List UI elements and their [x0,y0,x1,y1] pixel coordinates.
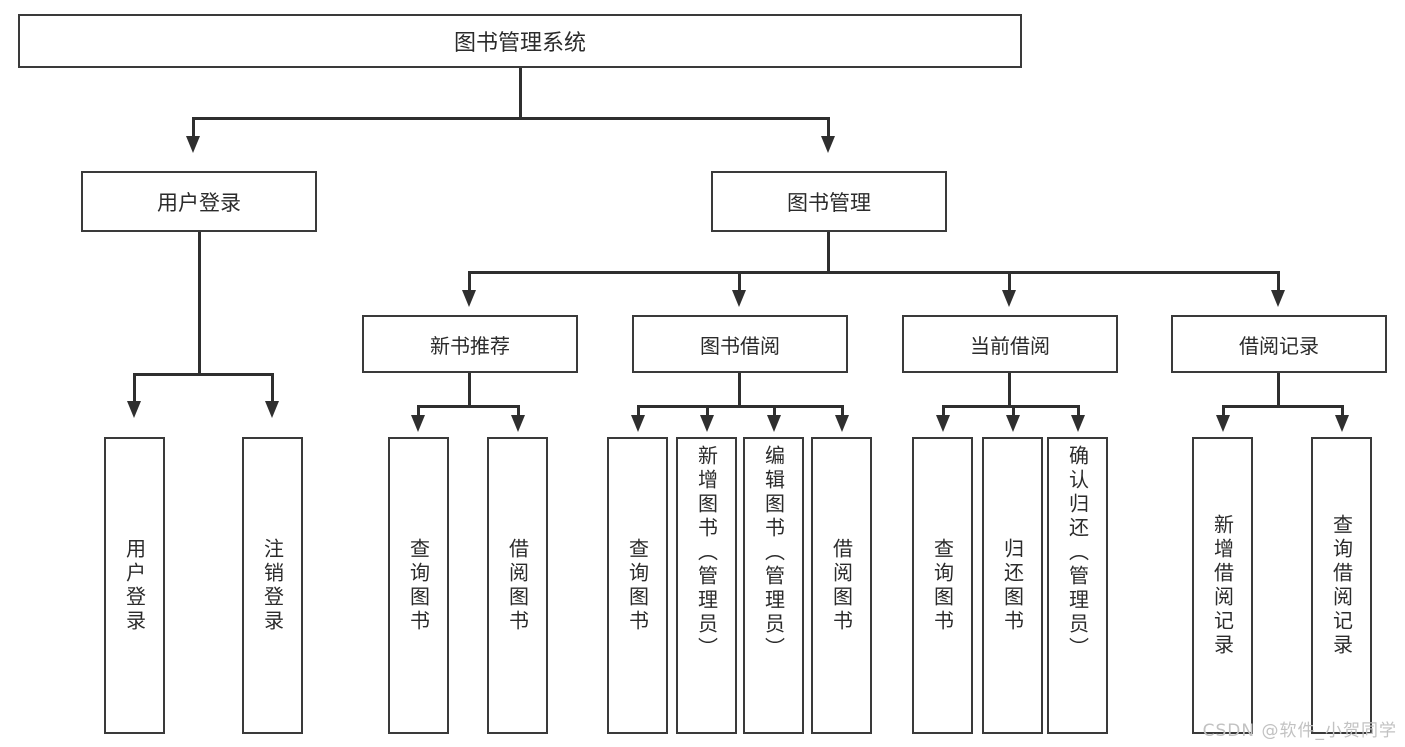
node-label: 查询图书 [406,537,431,634]
node-label: 借阅图书 [505,537,530,634]
arrow-book-borrow-c1 [631,415,645,432]
node-label: 用户登录 [122,537,147,634]
node-label: 借阅记录 [1239,333,1319,358]
leaf-borrow-record-query[interactable]: 查询借阅记录 [1311,437,1372,734]
leaf-user-login-logout[interactable]: 注销登录 [242,437,303,734]
node-label: 编辑图书（管理员） [761,445,786,661]
node-label: 图书管理系统 [453,31,586,56]
node-label: 查询借阅记录 [1329,513,1354,658]
node-root-system[interactable]: 图书管理系统 [18,14,1022,68]
arrow-current-borrow-c2 [1006,415,1020,432]
edge-to-current-borrow [1008,271,1011,292]
edge-current-borrow-stem [1008,373,1011,406]
arrow-borrow-record-c1 [1216,415,1230,432]
arrow-new-book-c2 [511,415,525,432]
leaf-current-borrow-return[interactable]: 归还图书 [982,437,1043,734]
arrow-new-book-c1 [411,415,425,432]
edge-new-book-stem [468,373,471,406]
node-user-login[interactable]: 用户登录 [81,171,317,232]
edge-book-borrow-c4 [841,405,844,417]
edge-to-book-borrow [738,271,741,292]
edge-book-borrow-c3 [773,405,776,417]
arrow-to-current-borrow [1002,290,1016,307]
edge-to-borrow-record [1277,271,1280,292]
edge-to-book-manage [827,117,830,138]
edge-current-borrow-c3 [1077,405,1080,417]
edge-user-login-left [133,373,136,403]
edge-new-book-c2 [517,405,520,417]
arrow-to-user-login [186,136,200,153]
edge-borrow-record-bus [1222,405,1343,408]
leaf-new-book-query[interactable]: 查询图书 [388,437,449,734]
node-label: 确认归还（管理员） [1065,445,1090,661]
edge-book-borrow-c1 [637,405,640,417]
node-label: 图书借阅 [700,333,780,358]
leaf-book-borrow-query[interactable]: 查询图书 [607,437,668,734]
edge-borrow-record-c2 [1341,405,1344,417]
edge-user-login-right [271,373,274,403]
arrow-book-borrow-c3 [767,415,781,432]
node-label: 归还图书 [1000,537,1025,634]
edge-current-borrow-c1 [942,405,945,417]
arrow-to-book-borrow [732,290,746,307]
node-label: 新增借阅记录 [1210,513,1235,658]
node-label: 新增图书（管理员） [694,445,719,661]
node-book-management[interactable]: 图书管理 [711,171,947,232]
node-label: 图书管理 [787,190,871,215]
arrow-to-borrow-record [1271,290,1285,307]
arrow-current-borrow-c3 [1071,415,1085,432]
edge-to-user-login [192,117,195,138]
leaf-book-borrow-add[interactable]: 新增图书（管理员） [676,437,737,734]
node-label: 借阅图书 [829,537,854,634]
node-label: 查询图书 [930,537,955,634]
arrow-user-login-right [265,401,279,418]
edge-root-stem [519,68,522,118]
edge-level2-bus [468,271,1280,274]
edge-borrow-record-c1 [1222,405,1225,417]
arrow-book-borrow-c4 [835,415,849,432]
leaf-user-login-login[interactable]: 用户登录 [104,437,165,734]
edge-current-borrow-bus [942,405,1079,408]
watermark: CSDN @软件_小贺同学 [1202,721,1397,741]
node-current-borrow[interactable]: 当前借阅 [902,315,1118,373]
edge-book-manage-stem [827,232,830,272]
edge-level1-bus [192,117,829,120]
node-book-borrow[interactable]: 图书借阅 [632,315,848,373]
leaf-borrow-record-add[interactable]: 新增借阅记录 [1192,437,1253,734]
leaf-current-borrow-query[interactable]: 查询图书 [912,437,973,734]
edge-new-book-c1 [417,405,420,417]
arrow-user-login-left [127,401,141,418]
edge-borrow-record-stem [1277,373,1280,406]
arrow-to-book-manage [821,136,835,153]
arrow-book-borrow-c2 [700,415,714,432]
arrow-borrow-record-c2 [1335,415,1349,432]
edge-book-borrow-bus [637,405,843,408]
edge-book-borrow-stem [738,373,741,406]
node-borrow-record[interactable]: 借阅记录 [1171,315,1387,373]
node-label: 当前借阅 [970,333,1050,358]
node-label: 新书推荐 [430,333,510,358]
leaf-current-borrow-confirm[interactable]: 确认归还（管理员） [1047,437,1108,734]
node-label: 用户登录 [157,190,241,215]
edge-current-borrow-c2 [1012,405,1015,417]
leaf-book-borrow-borrow[interactable]: 借阅图书 [811,437,872,734]
leaf-new-book-borrow[interactable]: 借阅图书 [487,437,548,734]
leaf-book-borrow-edit[interactable]: 编辑图书（管理员） [743,437,804,734]
edge-user-login-stem [198,232,201,374]
edge-new-book-bus [417,405,519,408]
node-label: 注销登录 [260,537,285,634]
edge-book-borrow-c2 [706,405,709,417]
node-new-book-recommend[interactable]: 新书推荐 [362,315,578,373]
arrow-current-borrow-c1 [936,415,950,432]
node-label: 查询图书 [625,537,650,634]
edge-to-new-book [468,271,471,292]
edge-user-login-bus [133,373,272,376]
arrow-to-new-book [462,290,476,307]
